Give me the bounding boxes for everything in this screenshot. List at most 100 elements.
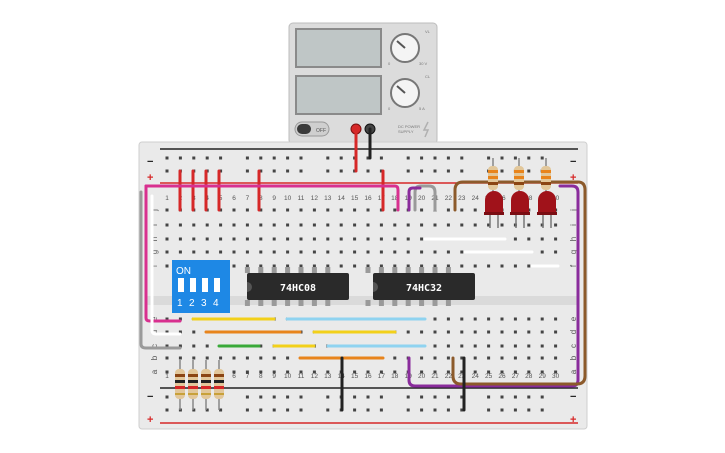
led-3 [537,191,557,228]
row-label-left: c [150,344,159,348]
column-label-top: 16 [364,195,372,202]
column-label-bottom: 6 [232,373,236,380]
row-label-left: d [150,330,159,334]
column-label-bottom: 8 [259,373,263,380]
column-label-bottom: 17 [378,373,386,380]
dip-number-1: 1 [177,298,183,309]
knob-top-min: 0 [388,61,391,66]
dip-number-2: 2 [189,298,195,309]
bolt-icon [422,121,430,138]
column-label-top: 15 [351,195,359,202]
row-label-left: g [150,250,159,254]
row-label-right: c [569,344,578,348]
row-label-right: e [569,316,578,321]
row-label-right: a [569,369,578,374]
dip-toggle-4[interactable] [214,278,220,292]
column-label-bottom: 10 [284,373,292,380]
psu-brand-line1: DC POWER [398,124,420,129]
column-label-top: 12 [311,195,319,202]
row-label-left: i [150,224,159,226]
gray-wire-bridge[interactable] [413,184,437,212]
knob-top-label: VL [425,29,431,34]
column-label-bottom: 9 [272,373,276,380]
magenta-wire-top[interactable] [144,184,400,212]
brown-wire-loop[interactable] [451,180,587,386]
psu-brand-line2: SUPPLY [398,129,414,134]
column-label-top: 9 [272,195,276,202]
column-label-top: 28 [525,195,533,202]
rail-sign-bottom-left-plus: + [147,414,153,426]
rail-sign-top-left-plus: + [147,172,153,184]
led-outputs[interactable] [484,158,557,228]
rail-sign-bottom-right-minus: − [570,391,576,403]
knob-top-max: 30 V [419,61,428,66]
column-label-bottom: 13 [324,373,332,380]
magenta-wire-left[interactable] [144,184,182,323]
column-label-bottom: 1 [165,373,169,380]
column-label-bottom: 26 [498,373,506,380]
row-label-right: j [569,209,578,212]
power-switch-label: OFF [316,128,326,134]
resistor-top-3 [541,158,551,196]
row-label-right: b [569,355,578,360]
column-label-bottom: 27 [512,373,520,380]
column-label-bottom: 22 [445,373,453,380]
resistor-top-2 [514,158,524,196]
column-label-top: 24 [472,195,480,202]
resistor-bottom-2 [188,360,198,410]
wires[interactable] [139,127,587,412]
resistor-bottom-1 [175,360,185,410]
rail-sign-bottom-left-minus: − [147,391,153,403]
purple-wire-top-stub[interactable] [407,186,422,212]
rail-sign-top-right-minus: − [570,156,576,168]
row-label-right: g [569,250,578,254]
row-label-right: d [569,330,578,334]
column-label-bottom: 7 [246,373,250,380]
power-supply[interactable]: VL 0 30 V CL 0 5 A OFF DC POWER SUPPLY [288,22,438,145]
row-label-left: e [150,316,159,321]
rail-sign-bottom-right-plus: + [570,414,576,426]
resistor-top-1 [488,158,498,196]
dip-toggle-3[interactable] [202,278,208,292]
chip-74hc32-label: 74HC32 [406,283,442,294]
center-channel [146,296,579,305]
row-label-left: j [150,209,159,212]
voltage-display [295,28,382,68]
column-label-top: 11 [298,195,305,202]
row-label-right: h [569,237,578,241]
column-label-bottom: 16 [364,373,372,380]
row-label-left: f [150,264,159,267]
chip-74hc08-label: 74HC08 [280,283,316,294]
row-label-right: i [569,224,578,226]
column-label-bottom: 15 [351,373,359,380]
column-label-top: 6 [232,195,236,202]
resistor-bottom-4 [214,360,224,410]
led-1 [484,191,504,228]
row-label-left: h [150,237,159,241]
column-label-top: 5 [219,195,223,202]
rail-sign-top-right-plus: + [570,172,576,184]
dip-number-4: 4 [213,298,219,309]
column-label-bottom: 29 [539,373,547,380]
column-label-bottom: 23 [458,373,466,380]
row-label-left: a [150,369,159,374]
chip-74hc08[interactable]: 74HC08 [244,267,349,306]
white-wire-left[interactable] [150,194,182,336]
dip-toggle-1[interactable] [178,278,184,292]
dip-number-3: 3 [201,298,207,309]
dip-on-label: ON [176,266,191,277]
column-label-top: 18 [391,195,399,202]
column-label-bottom: 11 [298,373,305,380]
gray-wire-left[interactable] [139,190,182,350]
chip-74hc32[interactable]: 74HC32 [365,267,476,306]
led-2 [510,191,530,228]
knob-bottom-max: 5 A [419,106,425,111]
column-label-bottom: 30 [552,373,560,380]
dip-switch[interactable]: ON 1 2 3 4 [172,260,230,313]
dip-toggle-2[interactable] [190,278,196,292]
column-label-bottom: 24 [472,373,480,380]
rail-sign-top-left-minus: − [147,156,153,168]
resistors-bottom[interactable] [175,360,224,410]
